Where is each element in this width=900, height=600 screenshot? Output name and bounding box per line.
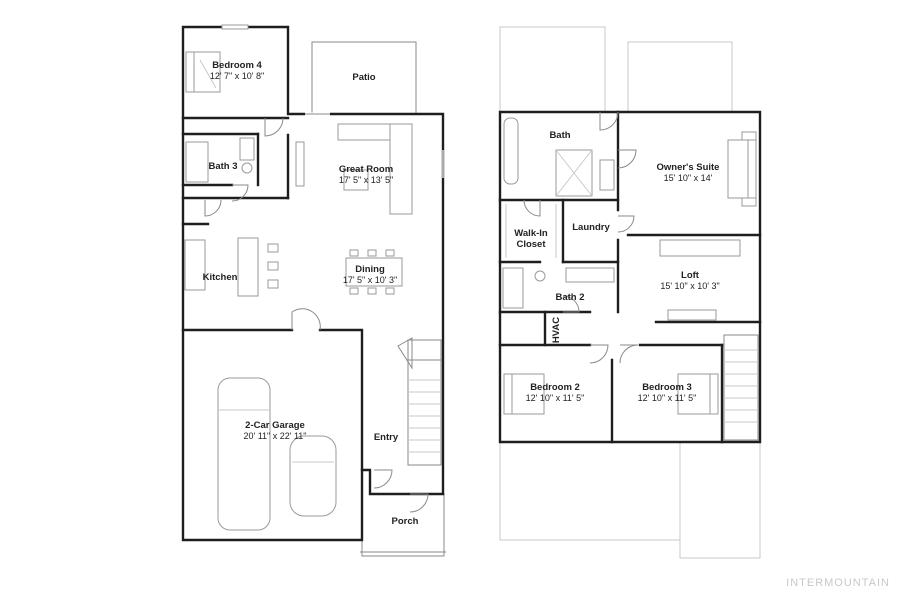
great-room-size: 17' 5" x 13' 5": [339, 175, 393, 185]
bath3-label: Bath 3: [208, 161, 237, 172]
island-icon: [237, 237, 259, 297]
bedroom3-size: 12' 10" x 11' 5": [638, 393, 697, 403]
tv-icon: [295, 141, 305, 187]
bath-label: Bath: [549, 130, 570, 141]
dining-table-icon: [345, 249, 403, 295]
bath2-door: [562, 295, 580, 313]
vanity-icon: [565, 267, 615, 283]
bath3-door: [231, 184, 249, 202]
porch-label: Porch: [392, 516, 419, 527]
dining-size: 17' 5" x 10' 3": [343, 275, 397, 285]
upper-outer-wall: [498, 110, 762, 444]
dining-label: Dining: [355, 264, 385, 275]
bedroom4-door: [264, 117, 284, 137]
owners-suite-label: Owner's Suite: [657, 162, 720, 173]
tub-icon: [185, 141, 209, 183]
kitchen-label: Kitchen: [203, 272, 238, 283]
bedroom2-label: Bedroom 2: [530, 382, 580, 393]
main-floor-plan: Bedroom 4 12' 7" x 10' 8" Patio Bath 3 G…: [181, 24, 446, 557]
wic-door: [523, 199, 541, 217]
bed-icon: [677, 373, 719, 415]
window-icon: [221, 24, 249, 30]
entry-door: [373, 469, 393, 489]
sofa-icon: [659, 239, 741, 257]
walk-in-closet-label-2: Closet: [516, 239, 546, 250]
main-outer-wall: [181, 25, 445, 542]
walk-in-closet-label: Walk-In: [514, 228, 548, 239]
bath2-label: Bath 2: [555, 292, 584, 303]
nightstand-icon: [741, 197, 757, 207]
car-icon: [289, 435, 337, 517]
vanity-icon: [239, 137, 255, 161]
patio-label: Patio: [352, 72, 375, 83]
sofa-icon: [337, 123, 413, 215]
counter-icon: [184, 239, 206, 291]
ghost-outline-bottom: [499, 442, 761, 559]
tub-icon: [502, 267, 524, 309]
bed-icon: [727, 139, 757, 199]
entry-label: Entry: [374, 432, 399, 443]
tub-icon: [503, 117, 519, 185]
bed-icon: [503, 373, 545, 415]
nightstand-icon: [741, 131, 757, 141]
ghost-outline-patio: [627, 41, 733, 112]
garage-wall-2: [318, 328, 364, 472]
toilet-icon: [241, 162, 253, 174]
desk-icon: [667, 309, 717, 321]
stairs-main: [397, 337, 442, 466]
toilet-icon: [534, 270, 546, 282]
bedroom3-label: Bedroom 3: [642, 382, 692, 393]
owners-suite-size: 15' 10" x 14': [664, 173, 713, 183]
bedroom4-size: 12' 7" x 10' 8": [210, 71, 264, 81]
van-icon: [217, 377, 271, 531]
ghost-outline-top: [499, 26, 606, 112]
laundry-label: Laundry: [572, 222, 610, 233]
stairs-upper: [723, 334, 759, 441]
bedroom4-label: Bedroom 4: [212, 60, 262, 71]
loft-size: 15' 10" x 10' 3": [660, 281, 719, 291]
pantry-door: [204, 199, 222, 217]
bed3-door: [619, 344, 639, 364]
great-room-label: Great Room: [339, 164, 393, 175]
vanity-icon: [599, 159, 615, 191]
hvac-label: HVAC: [551, 317, 562, 343]
garage-size: 20' 11" x 22' 11": [243, 431, 306, 441]
garage-label: 2-Car Garage: [245, 420, 305, 431]
bed2-door: [589, 344, 609, 364]
garage-door: [291, 308, 321, 331]
owners-door: [617, 149, 637, 169]
bedroom2-size: 12' 10" x 11' 5": [526, 393, 585, 403]
watermark: INTERMOUNTAIN: [786, 577, 890, 589]
owners-bath-door: [599, 111, 619, 131]
porch-door: [409, 493, 429, 513]
bed-icon: [185, 51, 221, 93]
stools-icon: [267, 243, 279, 289]
loft-label: Loft: [681, 270, 700, 281]
upper-floor-plan: Bath Owner's Suite 15' 10" x 14' Walk-In…: [498, 26, 762, 559]
laundry-door: [617, 215, 635, 233]
